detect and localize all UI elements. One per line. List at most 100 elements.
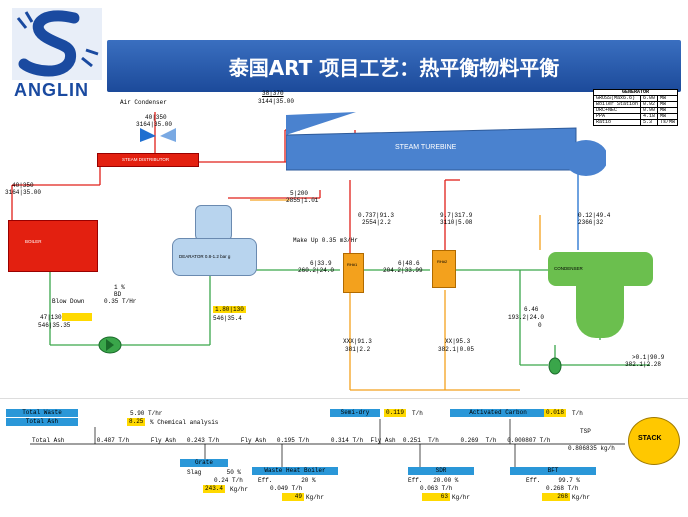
semi-dry-unit: T/h [412, 410, 423, 417]
stream-label: 3164|35.00 [136, 121, 173, 128]
make-up-label: Make Up 0.35 m3/Hr [293, 237, 358, 244]
stream-label: 5|200 [290, 190, 309, 197]
heater-1-label: RH#1 [347, 262, 358, 267]
stream-label: 2366|32 [578, 219, 604, 226]
sdr-th: 0.063 T/h [420, 485, 453, 492]
stream-label: 47|130 [40, 314, 62, 321]
steam-distributor: STEAM DISTRIBUTOR [97, 153, 199, 167]
act-carbon-label: Activated Carbon [450, 409, 546, 417]
stream-label: 40|350 [12, 182, 34, 189]
generator-mw-label: 6 MW [606, 155, 620, 161]
condenser-label: CONDENSER [554, 266, 583, 271]
grate-kg-unit: Kg/hr [230, 486, 249, 493]
whb-kg-unit: Kg/hr [306, 494, 325, 501]
stream-label: 204.2|33.99 [383, 267, 423, 274]
stream-label: 9.7|317.9 [440, 212, 473, 219]
total-ash-note: % Chemical analysis [150, 419, 219, 426]
sdr-label: SDR [408, 467, 474, 475]
grate-slag: Slag 50 % [187, 469, 242, 476]
stream-label: 546|35.35 [38, 322, 71, 329]
stream-label: 40|350 [145, 114, 167, 121]
bft-label: BFT [510, 467, 596, 475]
title-bar: 泰国ART 项目工艺：热平衡物料平衡 [107, 40, 681, 92]
ash-flow-lines [30, 419, 625, 467]
stream-label: 1.80|130 [213, 306, 246, 313]
stream-label: 3164|35.00 [5, 189, 42, 196]
pump-icon [548, 357, 562, 375]
logo-text: ANGLIN [14, 80, 89, 100]
stream-label: 2855|1.01 [286, 197, 319, 204]
sdr-kg-unit: Kg/hr [452, 494, 471, 501]
total-ash-label: Total Ash [6, 418, 78, 426]
page-title: 泰国ART 项目工艺：热平衡物料平衡 [228, 56, 560, 80]
stream-label: 546|35.4 [213, 315, 242, 322]
stream-label: 0.12|49.4 [578, 212, 611, 219]
gen-cell: 5.3 [640, 119, 659, 126]
boiler: BOILER [8, 220, 98, 272]
sdr-kg: 63 [422, 493, 450, 501]
stream-label: 3110|5.08 [440, 219, 473, 226]
whb-label: Waste Heat Boiler [252, 467, 338, 475]
stream-label: 382.1|2.28 [625, 361, 662, 368]
air-condenser-label: Air Condenser [120, 99, 167, 106]
grate-label: Grate [180, 459, 228, 467]
stream-label: 6.46 [524, 306, 539, 313]
bft-eff: Eff. 99.7 % [526, 477, 581, 484]
boiler-label: BOILER [25, 239, 42, 244]
stream-label: 0.737|91.3 [358, 212, 395, 219]
stream-label: 193.2|24.0 [508, 314, 545, 321]
stream-highlight [62, 313, 92, 321]
total-waste-label: Total Waste [6, 409, 78, 417]
stream-label: >0.1|90.9 [632, 354, 665, 361]
stream-label: XX|95.3 [445, 338, 471, 345]
pump-icon [98, 336, 122, 354]
stream-label: 2554|2.2 [362, 219, 391, 226]
act-carbon-value: 0.018 [544, 409, 567, 417]
dearator-tank [195, 205, 232, 241]
bd-label: 1 % BD [114, 284, 125, 298]
heater-2: RH#2 [432, 250, 456, 288]
semi-dry-value: 0.119 [384, 409, 407, 417]
stream-label: 6|48.6 [398, 260, 420, 267]
heater-1: RH#1 [343, 253, 364, 293]
tsp-value-kg: 0.806835 kg/h [568, 445, 615, 452]
whb-eff: Eff. 20 % [258, 477, 316, 484]
total-waste-value: 5.90 T/hr [130, 410, 163, 417]
stream-label: 382.1|0.05 [438, 346, 475, 353]
stack: STACK [628, 417, 680, 465]
material-balance-panel: Total Waste 5.90 T/hr Total Ash 8.25 % C… [0, 398, 688, 517]
semi-dry-label: Semi-dry [330, 409, 380, 417]
dearator-label: DEARATOR 0.8-1.2 bar g [179, 254, 231, 259]
steam-turbine [286, 112, 606, 176]
bft-kg: 268 [542, 493, 570, 501]
dearator: DEARATOR 0.8-1.2 bar g [172, 238, 257, 276]
act-carbon-unit: T/h [572, 410, 583, 417]
condenser: CONDENSER [548, 252, 653, 286]
stream-label: 381|2.2 [345, 346, 371, 353]
valve-icon [140, 128, 176, 142]
gen-cell: Ts/MW [657, 119, 679, 126]
condenser-hotwell [576, 284, 624, 338]
bft-kg-unit: Kg/hr [572, 494, 591, 501]
stack-label: STACK [638, 435, 662, 442]
whb-th: 0.049 T/h [270, 485, 303, 492]
stream-label: 38|370 [262, 90, 284, 97]
total-ash-pct: 8.25 [127, 418, 146, 426]
bft-th: 0.268 T/h [546, 485, 579, 492]
steam-turbine-label: STEAM TUREBINE [395, 144, 457, 151]
grate-kg: 243.4 [203, 485, 226, 493]
whb-kg: 49 [282, 493, 304, 501]
bd-value: 0.35 T/Hr [104, 298, 137, 305]
sdr-eff: Eff. 20.00 % [408, 477, 459, 484]
steam-distributor-label: STEAM DISTRIBUTOR [122, 157, 170, 162]
blow-down-label: Blow Down [52, 298, 85, 305]
stream-label: 0 [538, 322, 542, 329]
grate-th: 0.24 T/h [214, 477, 243, 484]
logo [12, 8, 102, 103]
tsp-label: TSP [580, 428, 591, 435]
stream-label: 6|33.9 [310, 260, 332, 267]
stream-label: 260.2|24.0 [298, 267, 335, 274]
stream-label: 3144|35.00 [258, 98, 295, 105]
gen-cell: Ratio [592, 119, 642, 126]
